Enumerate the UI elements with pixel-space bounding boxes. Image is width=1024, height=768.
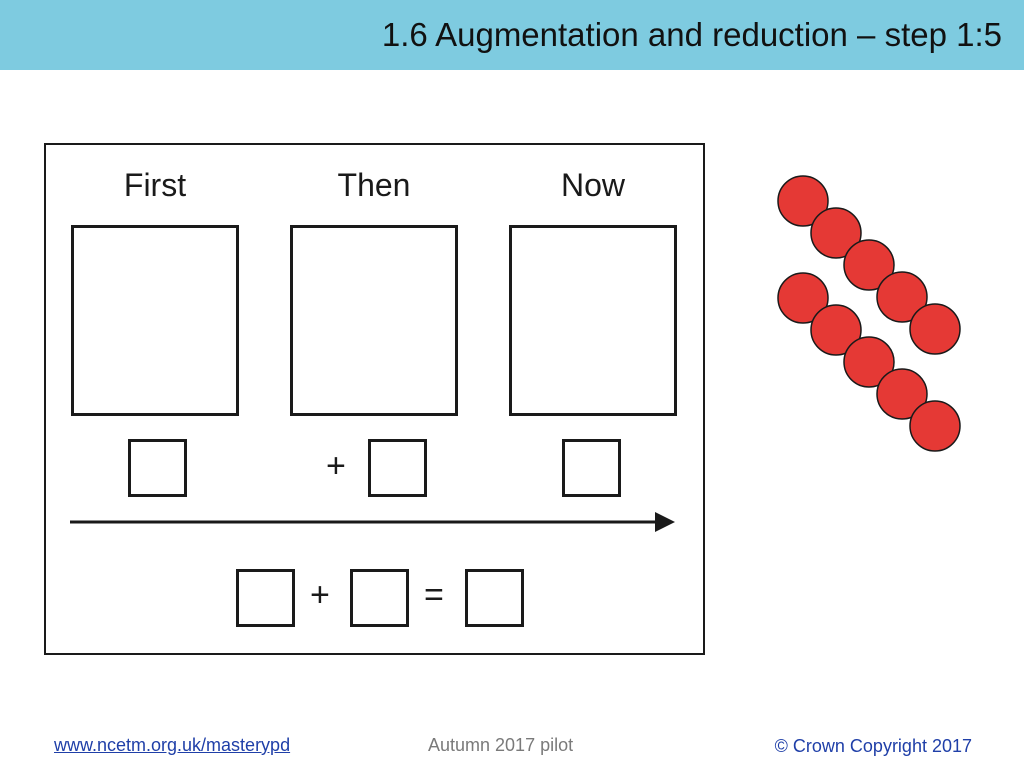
slide-title: 1.6 Augmentation and reduction – step 1:… — [381, 16, 1002, 53]
then-plus-sign: + — [326, 447, 346, 485]
right-arrow-icon — [70, 512, 675, 532]
red-counter-lower-3[interactable] — [843, 336, 895, 388]
red-counter-upper-3[interactable] — [843, 239, 895, 291]
first-picture-box[interactable] — [71, 225, 239, 416]
then-picture-box[interactable] — [290, 225, 458, 416]
stem-sentence-frame: First Then Now + + = — [44, 143, 705, 655]
red-counters-group — [760, 160, 980, 470]
red-counter-lower-5[interactable] — [909, 400, 961, 452]
heading-now: Now — [560, 167, 625, 203]
now-number-box[interactable] — [562, 439, 621, 497]
red-counter-upper-4[interactable] — [876, 271, 928, 323]
heading-first: First — [123, 167, 187, 203]
first-number-box[interactable] — [128, 439, 187, 497]
title-bar: 1.6 Augmentation and reduction – step 1:… — [0, 0, 1024, 70]
equation-plus-sign: + — [310, 576, 330, 614]
red-counter-upper-2[interactable] — [810, 207, 862, 259]
equation-equals-sign: = — [424, 576, 444, 614]
heading-then: Then — [337, 167, 411, 203]
equation-sum-box[interactable] — [465, 569, 524, 627]
red-counter-lower-1[interactable] — [777, 272, 829, 324]
counters-svg — [777, 175, 961, 452]
red-counter-lower-4[interactable] — [876, 368, 928, 420]
pilot-label: Autumn 2017 pilot — [428, 735, 574, 755]
red-counter-lower-2[interactable] — [810, 304, 862, 356]
copyright-label: © Crown Copyright 2017 — [774, 736, 972, 756]
now-picture-box[interactable] — [509, 225, 677, 416]
equation-addend-1-box[interactable] — [236, 569, 295, 627]
then-number-box[interactable] — [368, 439, 427, 497]
ncetm-link[interactable]: www.ncetm.org.uk/masterypd — [54, 735, 291, 755]
red-counter-upper-1[interactable] — [777, 175, 829, 227]
equation-addend-2-box[interactable] — [350, 569, 409, 627]
red-counter-upper-5[interactable] — [909, 303, 961, 355]
